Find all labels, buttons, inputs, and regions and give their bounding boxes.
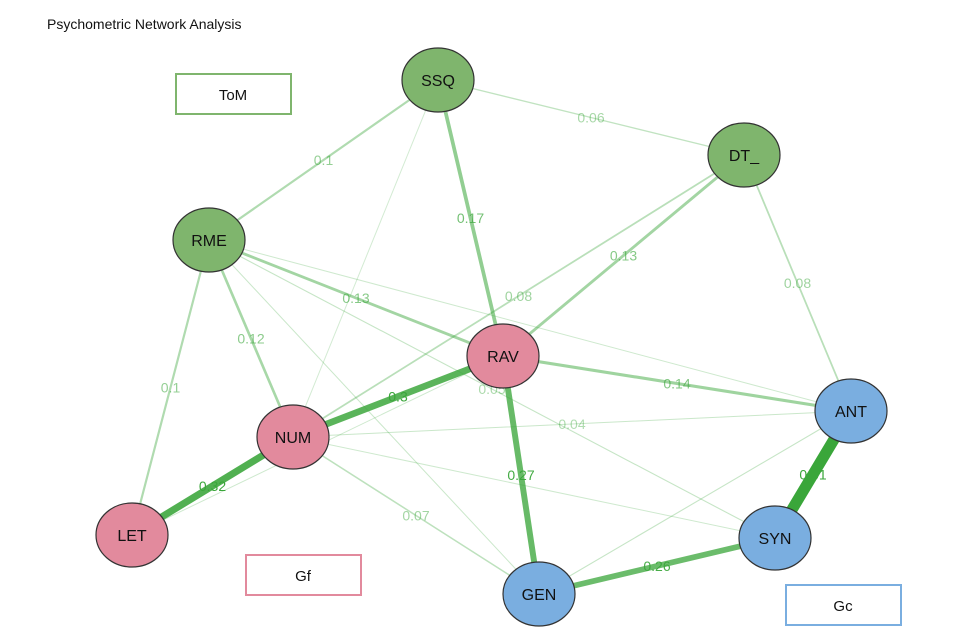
edge-num-gen (292, 436, 540, 595)
node-circle (95, 502, 169, 568)
legend-gf-box (245, 554, 362, 596)
edge-ssq-rme (207, 78, 440, 242)
node-circle (814, 378, 888, 444)
node-dt: DT_ (707, 122, 781, 188)
edge-rme-gen (208, 239, 540, 595)
edge-weight-label: 0.1 (314, 152, 334, 168)
edge-rme-syn (208, 239, 776, 539)
edge-weight-label: 0.07 (402, 508, 429, 524)
node-ant: ANT (814, 378, 888, 444)
edge-weight-label: 0.26 (643, 558, 670, 574)
nodes-layer: SSQ DT_ RME RAV NUM LET ANT SYN GEN (95, 47, 888, 627)
edge-num-syn (292, 436, 776, 539)
legend-gf: Gf (245, 554, 362, 596)
edge-rme-let (130, 238, 211, 537)
edge-weight-label: 0.08 (505, 288, 532, 304)
edge-weight-label: 0.13 (610, 248, 637, 264)
legend-gc: Gc (785, 584, 902, 626)
edge-weight-label: 0.17 (457, 210, 484, 226)
node-label: SYN (759, 531, 792, 548)
node-rav: RAV (466, 323, 540, 389)
edge-dt-ant (743, 154, 852, 412)
edge-weight-label: 0.1 (161, 380, 181, 396)
node-circle (466, 323, 540, 389)
node-num: NUM (256, 404, 330, 470)
edge-weight-label: 0.12 (237, 331, 264, 347)
edge-rav-ant (501, 354, 853, 413)
node-label: SSQ (421, 73, 455, 90)
edge-weight-label: 0.04 (558, 416, 585, 432)
node-rme: RME (172, 207, 246, 273)
edge-ssq-num (292, 79, 439, 438)
edge-rme-ant (208, 239, 852, 412)
node-label: LET (117, 528, 147, 545)
node-circle (707, 122, 781, 188)
node-let: LET (95, 502, 169, 568)
legend-tom-label: ToM (219, 87, 247, 104)
node-circle (172, 207, 246, 273)
edge-weight-label: 0.13 (342, 290, 369, 306)
node-label: GEN (522, 587, 557, 604)
edge-ssq-dt (437, 79, 745, 156)
edge-rme-num (207, 238, 295, 439)
node-label: DT_ (729, 148, 760, 165)
edge-weight-label: 0.3 (388, 389, 408, 405)
edge-weight-label: 0.51 (799, 467, 826, 483)
node-ssq: SSQ (401, 47, 475, 113)
edge-weight-label: 0.27 (507, 467, 534, 483)
legend-gf-label: Gf (295, 568, 312, 585)
node-label: NUM (275, 430, 311, 447)
edge-rme-rav (207, 238, 505, 358)
edge-weight-label: 0.08 (784, 275, 811, 291)
edge-weight-label: 0.14 (663, 376, 690, 392)
edge-num-ant (292, 410, 852, 438)
legend-gc-label: Gc (833, 598, 853, 615)
edge-ant-gen (538, 410, 852, 595)
node-label: ANT (835, 404, 867, 421)
edge-rav-num (289, 352, 507, 441)
node-gen: GEN (502, 561, 576, 627)
node-label: RME (191, 233, 227, 250)
chart-title: Psychometric Network Analysis (47, 16, 242, 32)
edge-dt-num (292, 154, 745, 438)
node-circle (401, 47, 475, 113)
legend-tom: ToM (175, 73, 292, 115)
node-circle (256, 404, 330, 470)
edge-syn-gen (536, 535, 778, 597)
node-circle (502, 561, 576, 627)
node-label: RAV (487, 349, 519, 366)
node-circle (738, 505, 812, 571)
edge-rav-gen (500, 353, 542, 597)
node-syn: SYN (738, 505, 812, 571)
edge-dt-rav (501, 153, 746, 358)
edge-weight-label: 0.32 (199, 478, 226, 494)
edge-ssq-rav (436, 78, 505, 358)
legend-tom-box (175, 73, 292, 115)
legend-gc-box (785, 584, 902, 626)
edge-weight-label: 0.06 (577, 110, 604, 126)
